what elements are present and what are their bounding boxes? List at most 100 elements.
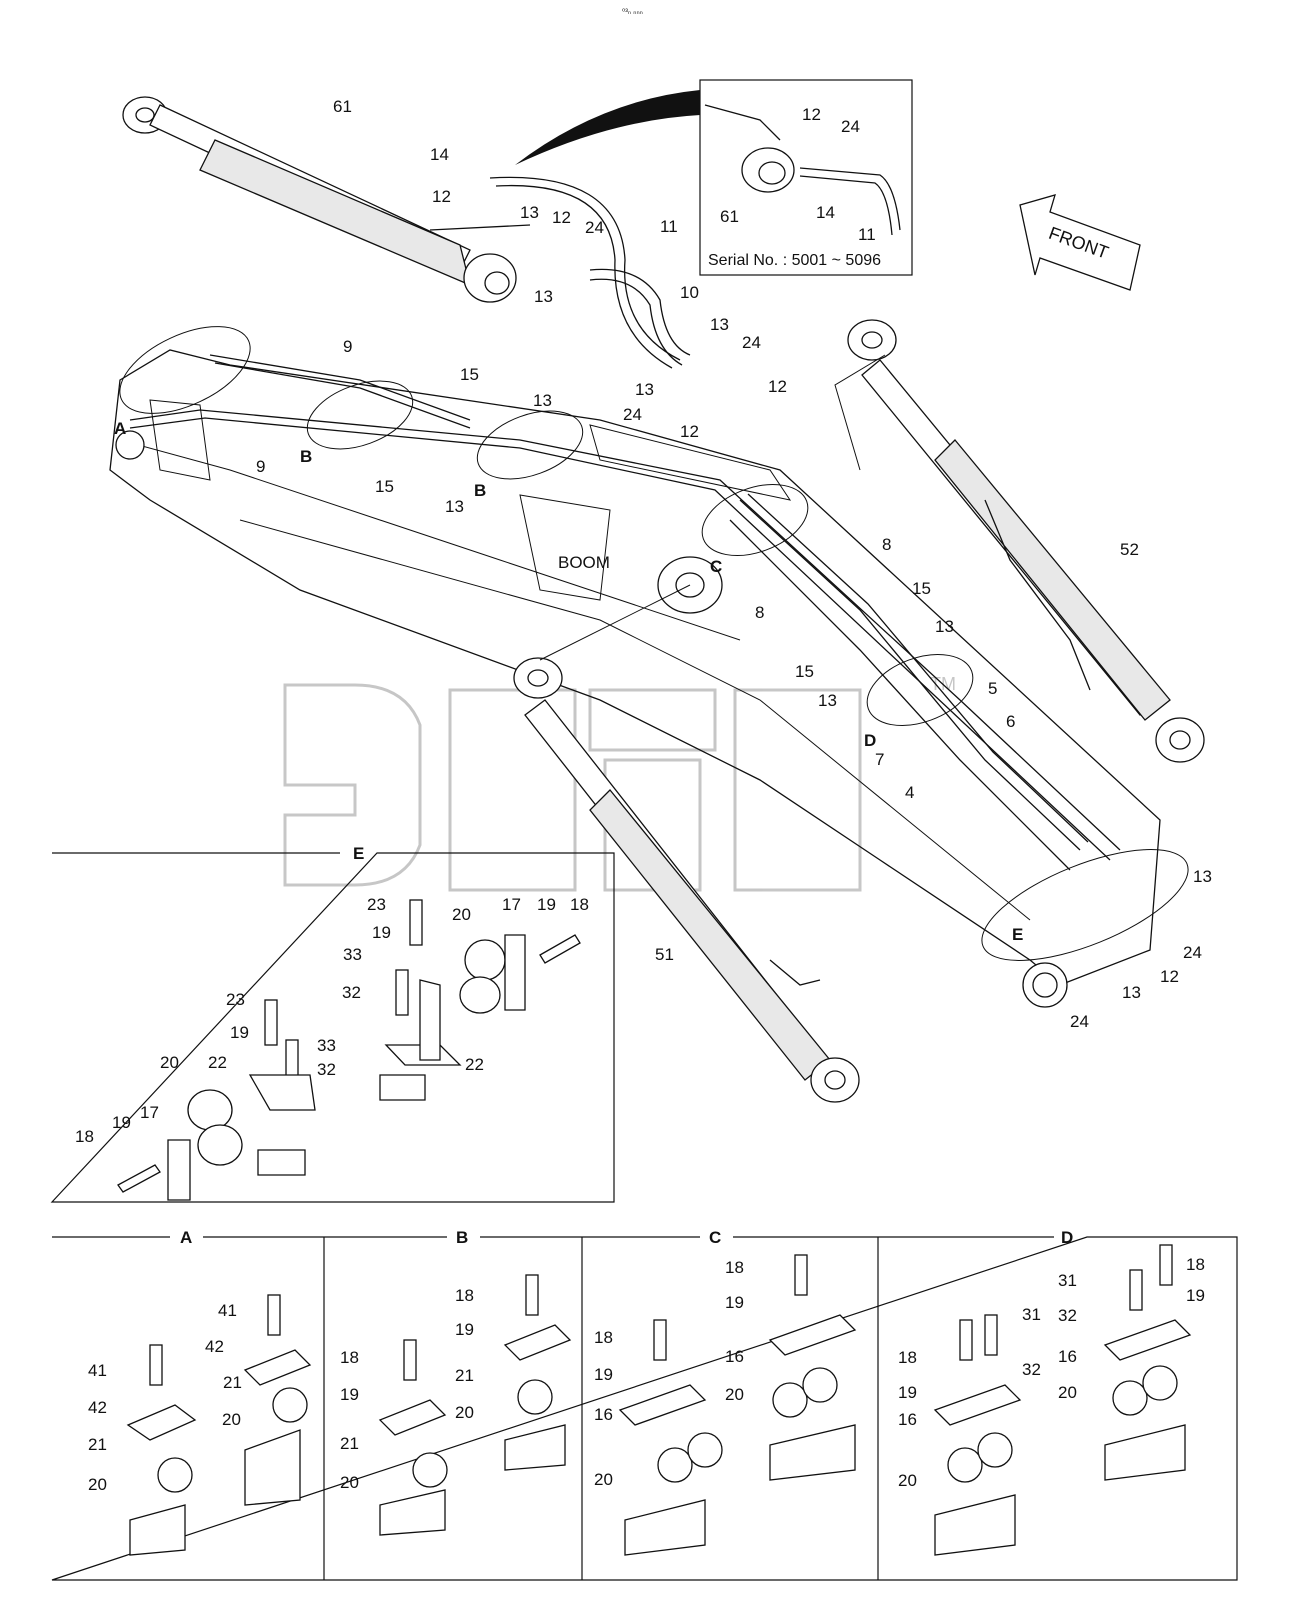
callout-panel-d-6: 18 — [898, 1348, 917, 1367]
callout-panel-d-2: 32 — [1058, 1306, 1077, 1325]
callout-main-16: 9 — [256, 457, 265, 476]
callout-main-41: 24 — [1070, 1012, 1089, 1031]
callout-main-13: 24 — [623, 405, 642, 424]
callout-main-12: 12 — [768, 377, 787, 396]
header-code: ⁰³ₙ ₙₙₙ — [622, 7, 643, 16]
callout-panel-d-0: 31 — [1058, 1271, 1077, 1290]
callout-main-18: 15 — [375, 477, 394, 496]
panel-d-title: D — [1061, 1228, 1073, 1247]
callout-main-25: 11 — [858, 225, 876, 244]
panel-b-title: B — [456, 1228, 468, 1247]
callout-panel-e-10: 19 — [230, 1023, 249, 1042]
callout-panel-a-6: 21 — [88, 1435, 107, 1454]
callout-main-8: 10 — [680, 283, 699, 302]
callout-panel-d-7: 31 — [1022, 1305, 1041, 1324]
callout-panel-c-3: 20 — [725, 1385, 744, 1404]
callout-panel-b-2: 21 — [455, 1366, 474, 1385]
callout-main-9: 13 — [710, 315, 729, 334]
callout-panel-e-14: 22 — [208, 1053, 227, 1072]
callout-main-3: 13 — [520, 203, 539, 222]
detail-circles — [119, 326, 1189, 961]
detail-letter-a: A — [114, 419, 126, 438]
callout-panel-e-16: 19 — [112, 1113, 131, 1132]
callout-panel-d-5: 20 — [1058, 1383, 1077, 1402]
front-arrow: FRONT — [1019, 194, 1141, 291]
callout-panel-b-1: 19 — [455, 1320, 474, 1339]
callout-main-33: 5 — [988, 679, 997, 698]
callout-panel-c-0: 18 — [725, 1258, 744, 1277]
boom-hydraulic-pipes — [129, 354, 1121, 871]
callout-panel-d-1: 18 — [1186, 1255, 1205, 1274]
cylinder-61 — [122, 96, 531, 303]
callout-main-40: 13 — [1122, 983, 1141, 1002]
callout-main-34: 6 — [1006, 712, 1015, 731]
callout-main-27: 8 — [882, 535, 891, 554]
callout-main-32: 13 — [818, 691, 837, 710]
callout-main-39: 12 — [1160, 967, 1179, 986]
serial-label: Serial No. : 5001 ~ 5096 — [708, 252, 881, 269]
callout-panel-e-9: 23 — [226, 990, 245, 1009]
callout-main-11: 13 — [635, 380, 654, 399]
callout-panel-e-4: 20 — [452, 905, 471, 924]
callout-panel-a-4: 41 — [88, 1361, 107, 1380]
panel-a-title: A — [180, 1228, 192, 1247]
callout-main-0: 61 — [333, 97, 352, 116]
callout-main-30: 13 — [935, 617, 954, 636]
serial-inset: Serial No. : 5001 ~ 5096 — [515, 79, 913, 276]
callout-panel-c-5: 19 — [594, 1365, 613, 1384]
callout-panel-b-6: 21 — [340, 1434, 359, 1453]
callout-panel-d-9: 32 — [1022, 1360, 1041, 1379]
callout-panel-c-4: 18 — [594, 1328, 613, 1347]
cylinder-52 — [847, 319, 1205, 763]
callout-main-4: 12 — [552, 208, 571, 227]
callout-panel-c-7: 20 — [594, 1470, 613, 1489]
cylinder-51 — [513, 657, 860, 1103]
callout-main-14: 12 — [680, 422, 699, 441]
callout-panel-d-10: 16 — [898, 1410, 917, 1429]
callout-panel-e-1: 19 — [372, 923, 391, 942]
detail-letter-e: E — [1012, 925, 1023, 944]
callout-main-26: 52 — [1120, 540, 1139, 559]
hoses-10-11 — [489, 176, 691, 369]
callout-panel-e-5: 17 — [502, 895, 521, 914]
callout-panel-b-5: 19 — [340, 1385, 359, 1404]
callout-panel-e-7: 18 — [570, 895, 589, 914]
callout-panel-e-0: 23 — [367, 895, 386, 914]
callout-main-1: 14 — [430, 145, 449, 164]
callout-main-7: 11 — [660, 217, 678, 236]
callout-panel-d-3: 19 — [1186, 1286, 1205, 1305]
callout-main-5: 24 — [585, 218, 604, 237]
panels-abcd: A B C D — [51, 1228, 1238, 1581]
boom-label: BOOM — [558, 553, 610, 572]
callouts-panel-d: 31 18 32 19 16 20 18 31 19 32 16 20 — [898, 1255, 1205, 1490]
callout-main-6: 13 — [534, 287, 553, 306]
callout-panel-e-6: 19 — [537, 895, 556, 914]
callout-panel-b-4: 18 — [340, 1348, 359, 1367]
boom-assembly — [109, 349, 1161, 1008]
callout-panel-d-8: 19 — [898, 1383, 917, 1402]
detail-letter-b2: B — [474, 481, 486, 500]
callout-panel-d-11: 20 — [898, 1471, 917, 1490]
detail-letter-c: C — [710, 557, 722, 576]
callout-main-21: 12 — [802, 105, 821, 124]
callout-main-10: 24 — [742, 333, 761, 352]
callout-main-31: 15 — [795, 662, 814, 681]
detail-letter-b1: B — [300, 447, 312, 466]
callout-main-17: 15 — [460, 365, 479, 384]
panel-c-title: C — [709, 1228, 721, 1247]
callout-main-23: 61 — [720, 207, 739, 226]
callout-panel-d-4: 16 — [1058, 1347, 1077, 1366]
callout-panel-a-2: 21 — [223, 1373, 242, 1392]
callout-panel-b-3: 20 — [455, 1403, 474, 1422]
callout-main-37: 13 — [1193, 867, 1212, 886]
callout-panel-b-0: 18 — [455, 1286, 474, 1305]
detail-letter-d: D — [864, 731, 876, 750]
callout-panel-e-2: 33 — [343, 945, 362, 964]
